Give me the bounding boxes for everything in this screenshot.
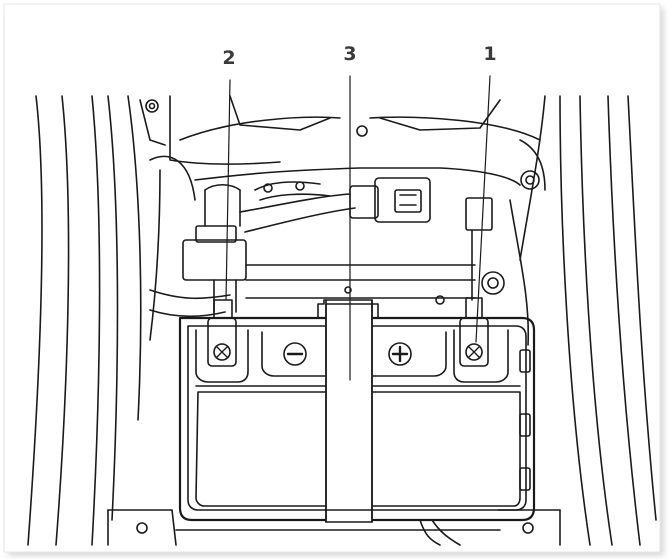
negative-terminal-bolt [207, 299, 237, 367]
lower-frame [107, 509, 561, 546]
positive-terminal-bolt [459, 297, 489, 367]
negative-lead-block [182, 183, 247, 313]
callout-2: 2 [222, 47, 235, 69]
wiring-harness [149, 181, 356, 318]
crossbar [245, 264, 505, 305]
negative-terminal-symbol [283, 342, 307, 366]
connector-coupler [349, 177, 431, 223]
leader-line-2 [225, 79, 231, 301]
upper-seat-area [169, 95, 541, 186]
callout-3: 3 [343, 43, 356, 65]
leader-line-1 [475, 75, 491, 343]
leader-lines [225, 75, 491, 381]
right-frame-rails [509, 95, 657, 546]
positive-terminal-symbol [388, 342, 412, 366]
battery-strap [317, 299, 379, 523]
callout-1: 1 [483, 43, 496, 65]
